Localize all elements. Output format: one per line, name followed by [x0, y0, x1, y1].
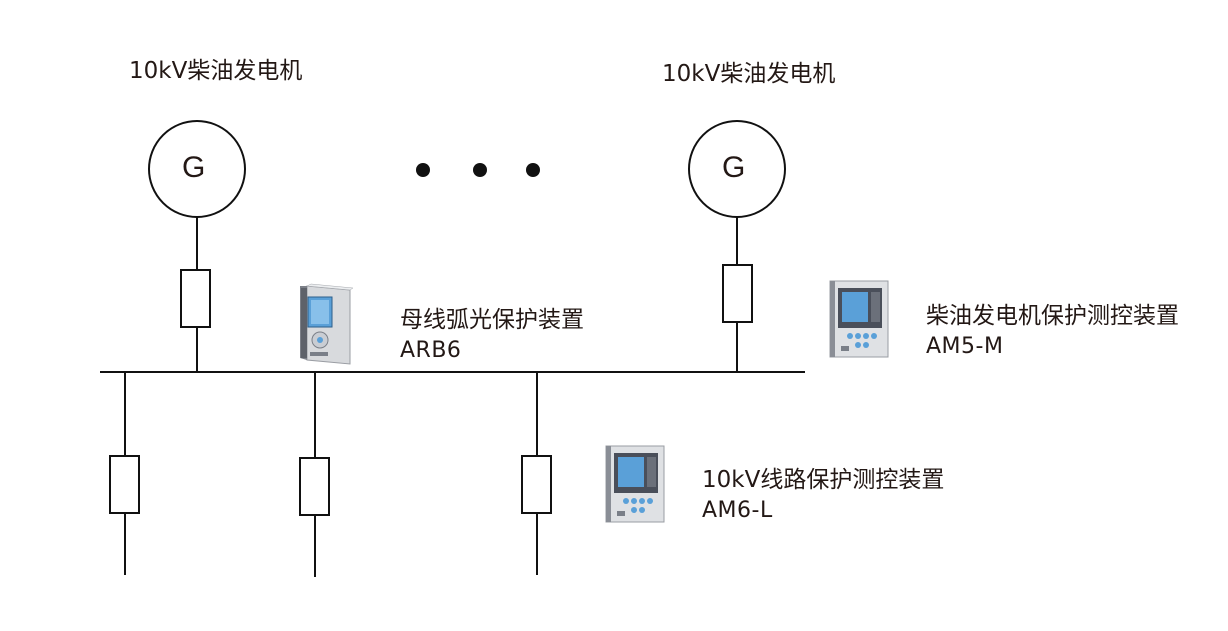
- generator-2-symbol: G: [722, 151, 746, 184]
- am6l-device-model: AM6-L: [702, 498, 773, 523]
- arb6-device-model: ARB6: [400, 338, 462, 363]
- ellipsis-dot: [526, 163, 540, 177]
- feeder-2-breaker: [299, 457, 330, 516]
- am6l-device-name: 10kV线路保护测控装置: [702, 467, 945, 493]
- arb6-device-name: 母线弧光保护装置: [400, 307, 584, 333]
- ellipsis-dot: [473, 163, 487, 177]
- am5m-device-name: 柴油发电机保护测控装置: [926, 303, 1179, 329]
- am6l-device-image: [605, 445, 665, 523]
- feeder-3-breaker: [521, 455, 552, 514]
- feeder-1-breaker: [109, 455, 140, 514]
- generator-1-symbol: G: [182, 151, 206, 184]
- generator-2-title: 10kV柴油发电机: [662, 61, 836, 87]
- generator-1-title: 10kV柴油发电机: [129, 58, 303, 84]
- generator-1-breaker: [180, 269, 211, 328]
- ellipsis-dot: [416, 163, 430, 177]
- arb6-device-image: [300, 283, 354, 365]
- am5m-device-model: AM5-M: [926, 334, 1004, 359]
- generator-2-breaker: [722, 264, 753, 323]
- am5m-device-image: [829, 280, 889, 358]
